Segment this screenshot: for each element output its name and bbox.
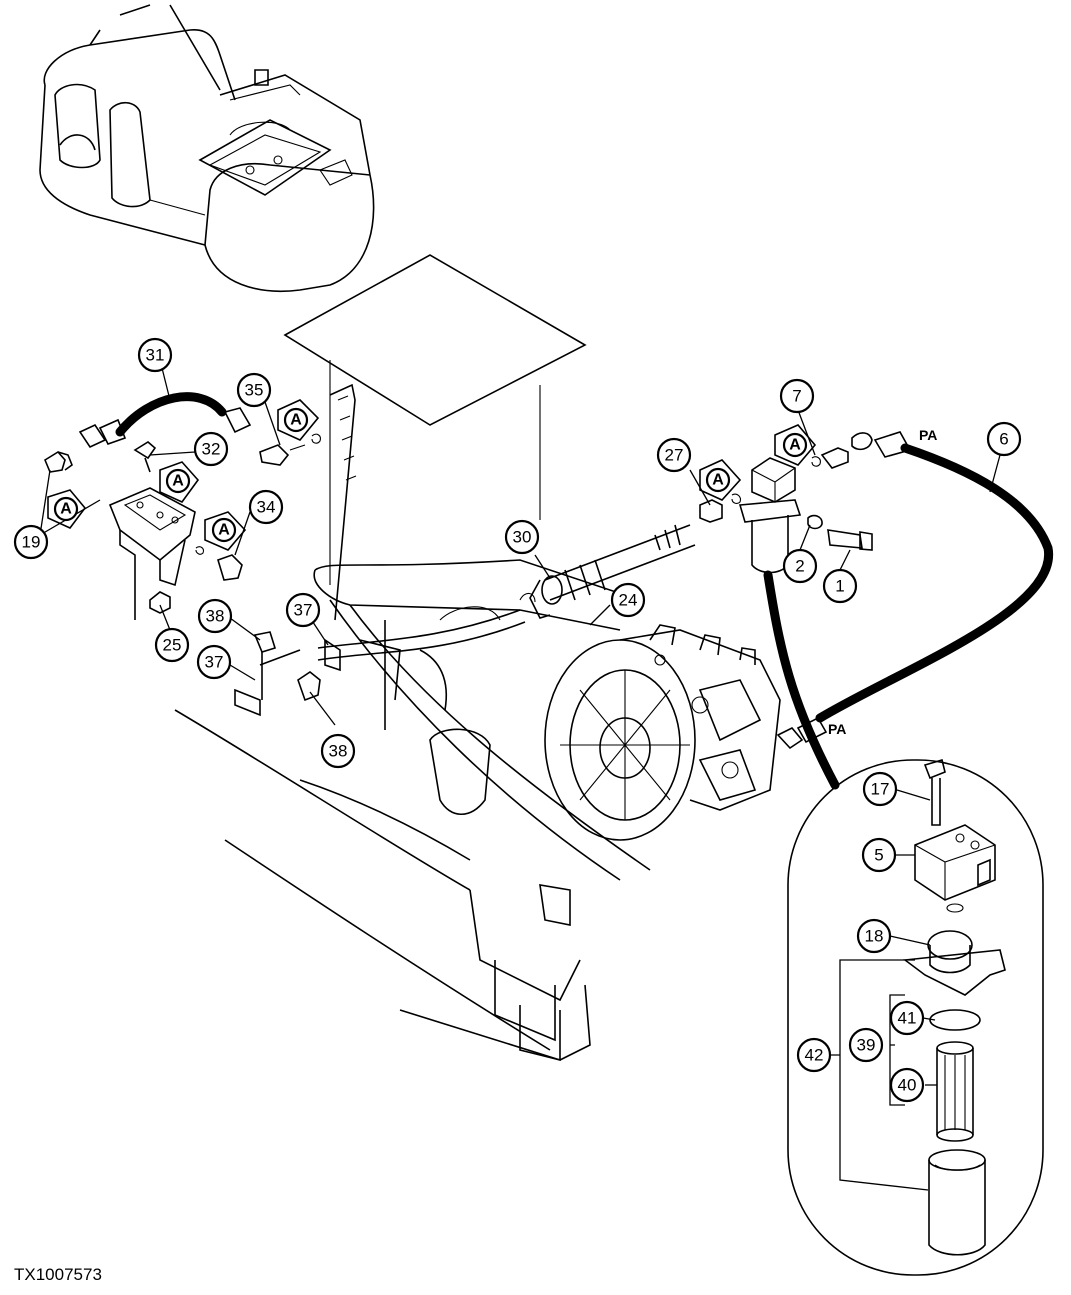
port-label-pa: PA [919, 427, 937, 443]
tag-a: A [47, 489, 87, 529]
svg-text:31: 31 [146, 346, 165, 365]
hoses [78, 392, 1053, 790]
small-fittings [43, 383, 357, 621]
svg-text:37: 37 [205, 653, 224, 672]
svg-text:27: 27 [665, 446, 684, 465]
callout-24: 24 [610, 582, 646, 618]
callout-5: 5 [861, 837, 897, 873]
svg-text:1: 1 [835, 577, 844, 596]
svg-text:30: 30 [513, 528, 532, 547]
callout-2: 2 [782, 548, 818, 584]
callout-34: 34 [248, 489, 284, 525]
callout-38: 38 [320, 733, 356, 769]
svg-text:7: 7 [792, 387, 801, 406]
svg-text:A: A [290, 412, 302, 429]
port-label-pa: PA [828, 721, 846, 737]
svg-text:A: A [60, 501, 72, 518]
callout-40: 40 [889, 1067, 925, 1103]
svg-text:A: A [172, 473, 184, 490]
tag-a: A [204, 511, 247, 551]
callout-37: 37 [285, 592, 321, 628]
callout-30: 30 [504, 519, 540, 555]
tag-a: A [699, 459, 742, 501]
svg-text:A: A [789, 437, 801, 454]
pilot-manifold [108, 487, 196, 620]
callouts: 31 35 32 34 19 25 38 37 37 38 30 24 27 7… [13, 337, 1022, 1103]
svg-text:39: 39 [857, 1036, 876, 1055]
hydraulic-pump [544, 624, 781, 841]
svg-text:41: 41 [898, 1009, 917, 1028]
svg-text:38: 38 [206, 607, 225, 626]
detail-capsule-outline [787, 759, 1044, 1276]
svg-text:32: 32 [202, 440, 221, 459]
callout-19: 19 [13, 524, 49, 560]
hose-6 [815, 443, 1053, 723]
callout-6: 6 [986, 421, 1022, 457]
svg-text:38: 38 [329, 742, 348, 761]
callout-1: 1 [822, 568, 858, 604]
svg-text:34: 34 [257, 498, 276, 517]
svg-text:2: 2 [795, 557, 804, 576]
excavator-cab-illustration [39, 4, 375, 292]
callout-41: 41 [889, 1000, 925, 1036]
svg-text:17: 17 [871, 780, 890, 799]
callout-18: 18 [856, 918, 892, 954]
tag-a: A [159, 461, 200, 503]
callout-32: 32 [193, 431, 229, 467]
pilot-filter-assembly [699, 447, 873, 574]
svg-text:25: 25 [163, 636, 182, 655]
tag-a: A [277, 399, 320, 441]
callout-37: 37 [196, 644, 232, 680]
callout-42: 42 [796, 1037, 832, 1073]
svg-text:A: A [218, 522, 230, 539]
svg-text:40: 40 [898, 1076, 917, 1095]
callout-35: 35 [236, 372, 272, 408]
callout-25: 25 [154, 627, 190, 663]
svg-text:6: 6 [999, 430, 1008, 449]
callout-31: 31 [137, 337, 173, 373]
hose-31 [115, 392, 227, 437]
callout-39: 39 [848, 1027, 884, 1063]
hose-pilot-filter [763, 570, 840, 790]
floor-plate [283, 254, 587, 585]
a-tags: A A A A A A [47, 399, 817, 551]
svg-text:35: 35 [245, 381, 264, 400]
fitting-30-line [519, 524, 696, 619]
callout-17: 17 [862, 771, 898, 807]
svg-text:19: 19 [22, 533, 41, 552]
svg-text:42: 42 [805, 1046, 824, 1065]
callout-38: 38 [197, 598, 233, 634]
callout-27: 27 [656, 437, 692, 473]
tag-a: A [774, 424, 817, 466]
machine-frame [174, 559, 651, 1062]
figure-reference: TX1007573 [14, 1265, 102, 1284]
svg-text:A: A [712, 472, 724, 489]
filter-detail-capsule [787, 758, 1044, 1276]
callout-7: 7 [779, 378, 815, 414]
svg-text:24: 24 [619, 591, 638, 610]
svg-text:18: 18 [865, 927, 884, 946]
svg-text:37: 37 [294, 601, 313, 620]
svg-text:5: 5 [874, 846, 883, 865]
